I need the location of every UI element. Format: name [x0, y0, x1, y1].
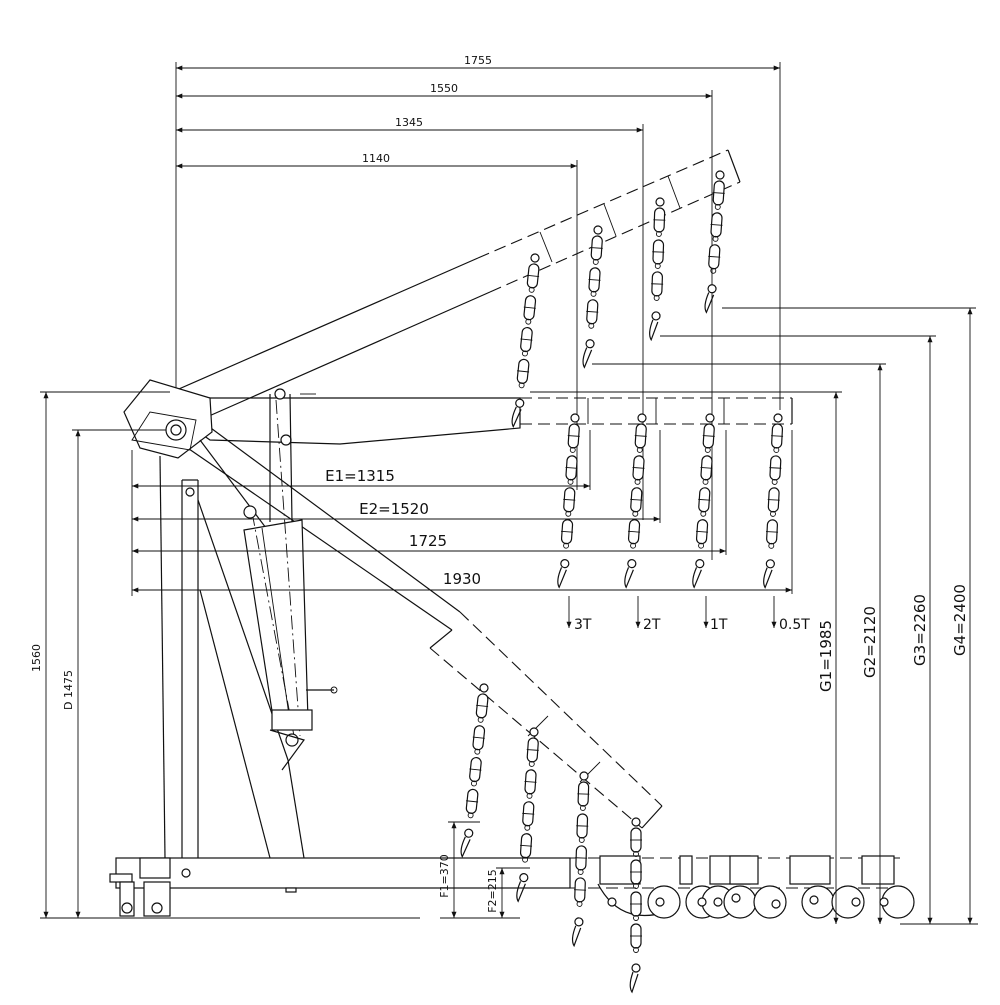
- caster: [724, 856, 786, 918]
- dim-d: D 1475: [62, 670, 75, 710]
- chain-hook: [572, 772, 590, 946]
- dim-g3: G3=2260: [911, 594, 929, 666]
- caster: [832, 856, 914, 918]
- load-2t: 2T: [643, 617, 661, 633]
- chain-hook: [704, 171, 726, 313]
- front-casters: [598, 856, 914, 918]
- height-dimensions: G1=1985 G2=2120 G3=2260 G4=2400: [530, 308, 978, 924]
- load-ratings: 3T 2T 1T 0.5T: [569, 596, 810, 633]
- dim-overall: 1560: [30, 644, 43, 672]
- chain-hook: [557, 414, 581, 588]
- reach-dimensions: 1755 1550 1345 1140: [176, 54, 780, 560]
- load-3t: 3T: [574, 617, 592, 633]
- dim-e1: E1=1315: [325, 467, 395, 485]
- chain-hook: [460, 683, 490, 857]
- chain-hook: [692, 414, 716, 588]
- dim-e2: E2=1520: [359, 500, 429, 518]
- load-1t: 1T: [710, 617, 728, 633]
- dim-1550: 1550: [430, 82, 458, 95]
- dim-f1: F1=370: [438, 854, 451, 898]
- chain-hook: [511, 253, 541, 427]
- dim-1140: 1140: [362, 152, 390, 165]
- chain-hook: [630, 818, 642, 992]
- span-dimensions: E1=1315 E2=1520 1725 1930: [132, 430, 792, 596]
- dim-g2: G2=2120: [861, 606, 879, 678]
- chain-hook: [582, 226, 604, 368]
- dim-g1: G1=1985: [817, 620, 835, 692]
- boom-horizontal: [150, 394, 792, 444]
- dim-1930: 1930: [443, 570, 481, 588]
- load-05t: 0.5T: [779, 617, 810, 633]
- dim-1345: 1345: [395, 116, 423, 129]
- hydraulic-cylinder: [244, 394, 337, 770]
- chain-hook: [763, 414, 784, 588]
- dim-g4: G4=2400: [951, 584, 969, 656]
- dim-1725: 1725: [409, 532, 447, 550]
- dim-f2: F2=215: [486, 869, 499, 913]
- chain-hook: [624, 414, 648, 588]
- dim-1755: 1755: [464, 54, 492, 67]
- chain-hook: [649, 198, 666, 340]
